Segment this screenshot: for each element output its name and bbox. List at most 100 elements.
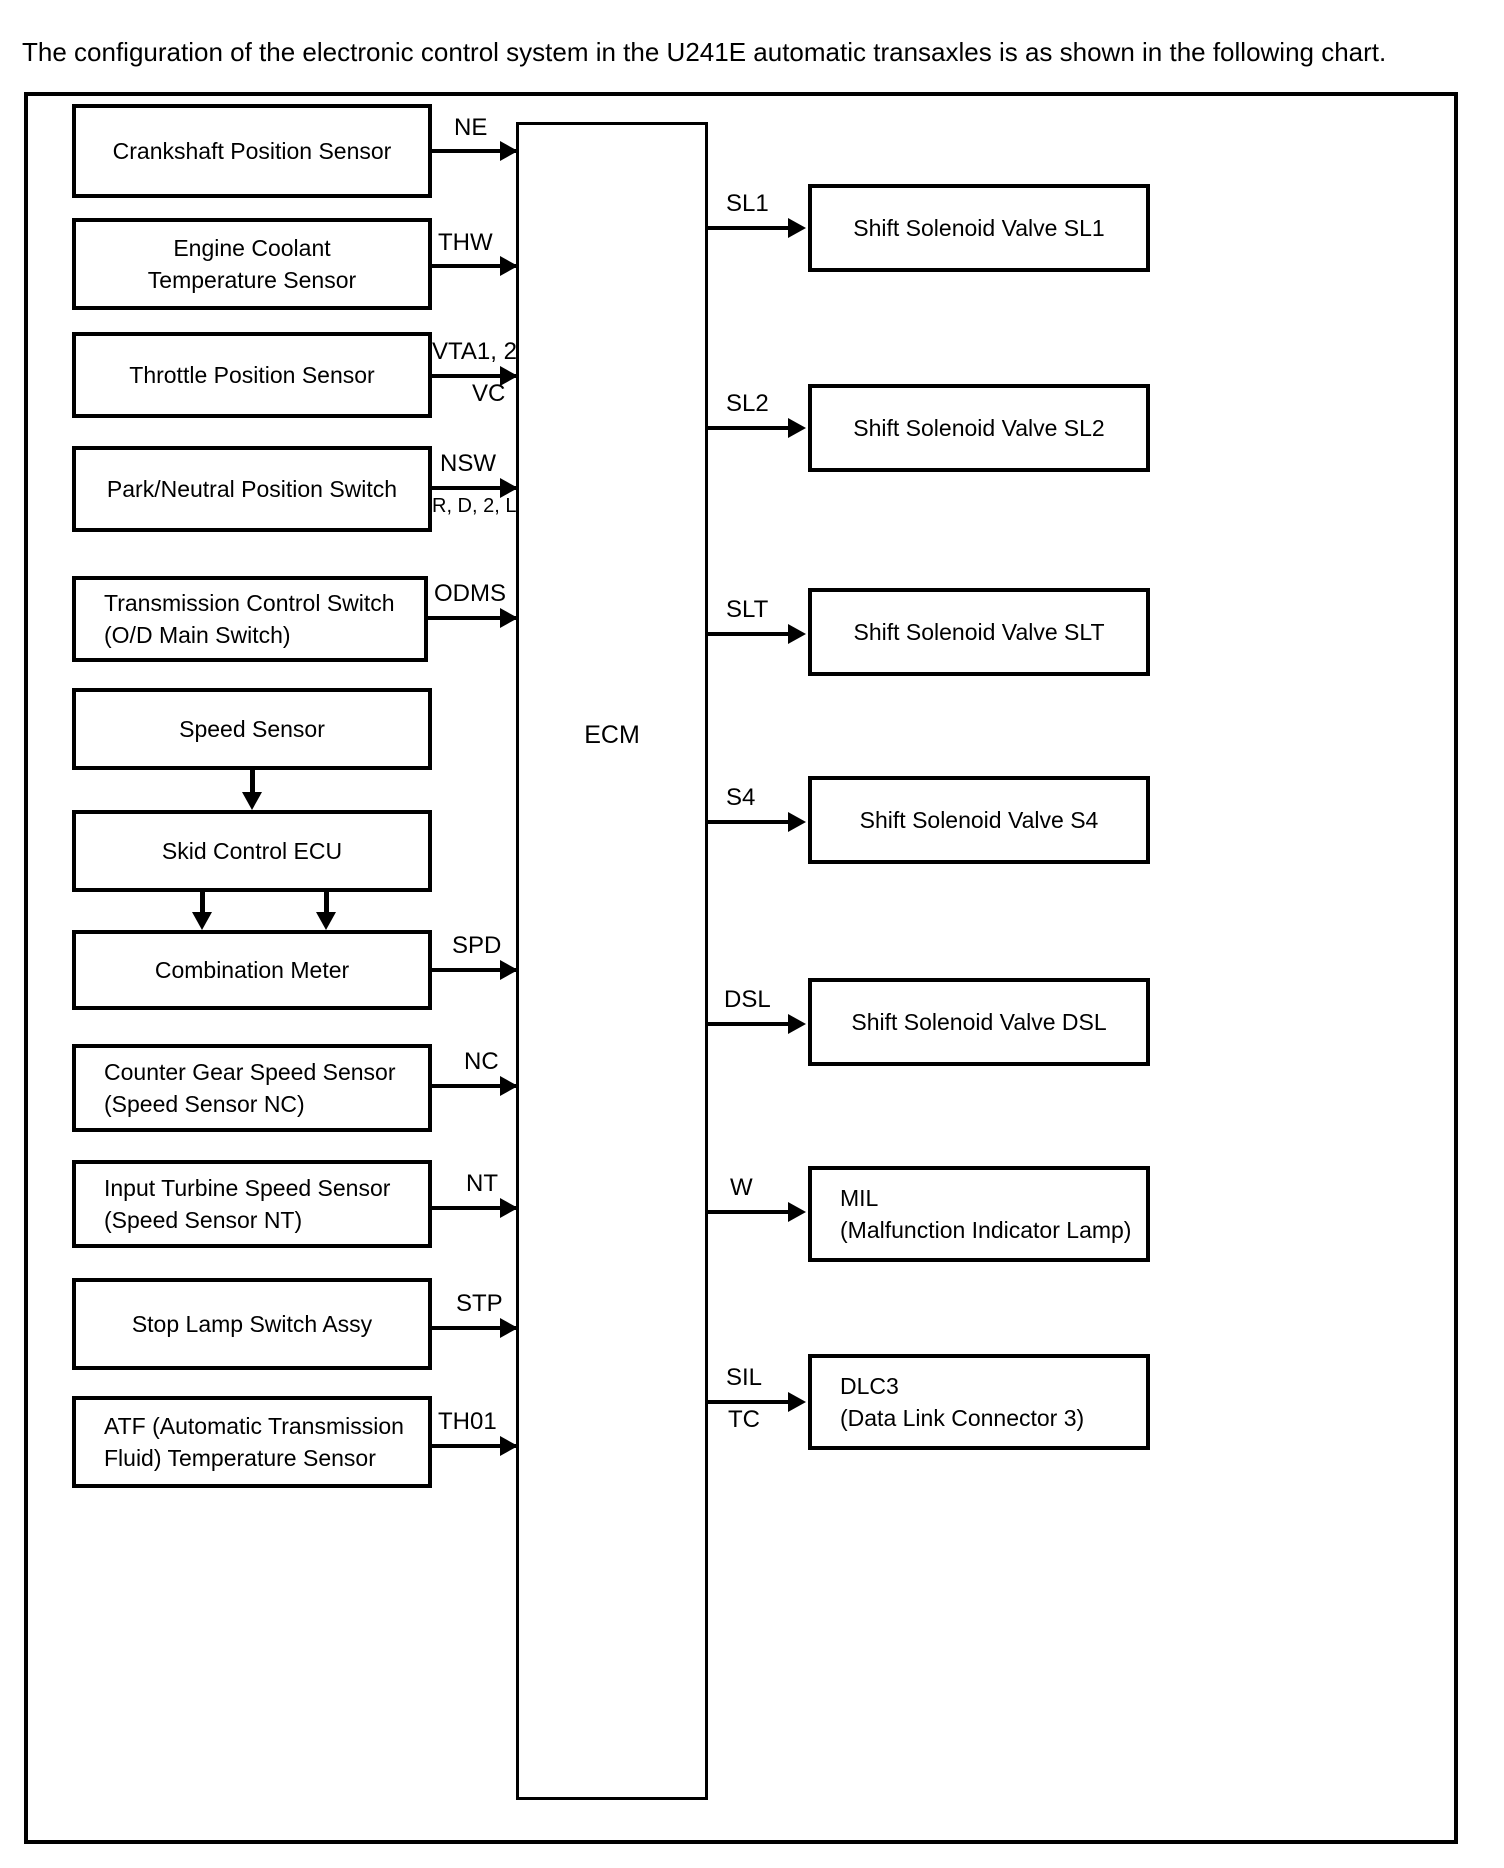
connector-line-th01 (432, 1444, 516, 1448)
box-counter-gear-speed-sensor: Counter Gear Speed Sensor (Speed Sensor … (72, 1044, 432, 1132)
connector-line-odms (428, 616, 516, 620)
connector-line-skid-to-meter-left (200, 892, 205, 914)
arrow-slt (788, 624, 806, 644)
box-throttle-position-sensor: Throttle Position Sensor (72, 332, 432, 418)
box-shift-solenoid-valve-dsl: Shift Solenoid Valve DSL (808, 978, 1150, 1066)
box-label-line2: Temperature Sensor (147, 267, 357, 293)
diagram-frame: ECM Crankshaft Position Sensor Engine Co… (24, 92, 1458, 1844)
box-label-line1: Shift Solenoid Valve S4 (859, 807, 1099, 833)
connector-line-skid-to-meter-right (324, 892, 329, 914)
box-label-line1: Throttle Position Sensor (129, 362, 375, 388)
box-label-line1: Stop Lamp Switch Assy (131, 1311, 373, 1337)
box-label-line2: (Malfunction Indicator Lamp) (840, 1217, 1132, 1243)
box-transmission-control-switch: Transmission Control Switch (O/D Main Sw… (72, 576, 428, 662)
connector-line-slt (708, 632, 794, 636)
connector-line-s4 (708, 820, 794, 824)
signal-label-spd: SPD (452, 932, 502, 959)
box-label-line2: (Data Link Connector 3) (840, 1405, 1085, 1431)
ecm-label: ECM (584, 721, 640, 749)
box-mil: MIL (Malfunction Indicator Lamp) (808, 1166, 1150, 1262)
signal-label-vc: VC (472, 380, 506, 407)
arrow-thw (500, 256, 518, 276)
arrow-nt (500, 1198, 518, 1218)
arrow-w (788, 1202, 806, 1222)
box-stop-lamp-switch-assy: Stop Lamp Switch Assy (72, 1278, 432, 1370)
box-shift-solenoid-valve-slt: Shift Solenoid Valve SLT (808, 588, 1150, 676)
signal-label-tc: TC (728, 1406, 760, 1433)
arrow-sil (788, 1392, 806, 1412)
box-combination-meter: Combination Meter (72, 930, 432, 1010)
box-crankshaft-position-sensor: Crankshaft Position Sensor (72, 104, 432, 198)
intro-paragraph: The configuration of the electronic cont… (22, 37, 1387, 67)
box-label-line1: DLC3 (840, 1373, 899, 1399)
box-shift-solenoid-valve-sl1: Shift Solenoid Valve SL1 (808, 184, 1150, 272)
arrow-ne (500, 141, 518, 161)
connector-line-sl2 (708, 426, 794, 430)
ecm-box (516, 122, 708, 1800)
arrow-odms (500, 608, 518, 628)
signal-label-sil: SIL (726, 1364, 763, 1391)
arrow-nc (500, 1076, 518, 1096)
signal-label-w: W (730, 1174, 753, 1201)
box-label-line2: (Speed Sensor NC) (104, 1091, 305, 1117)
box-label-line2: (Speed Sensor NT) (104, 1207, 303, 1233)
signal-label-slt: SLT (726, 596, 769, 623)
connector-line-sil (708, 1400, 794, 1404)
arrow-skid-to-meter-left (192, 912, 212, 930)
connector-line-stp (432, 1326, 516, 1330)
box-shift-solenoid-valve-s4: Shift Solenoid Valve S4 (808, 776, 1150, 864)
box-label-line1: Counter Gear Speed Sensor (104, 1059, 396, 1085)
box-label-line1: Crankshaft Position Sensor (112, 138, 392, 164)
signal-label-odms: ODMS (434, 580, 506, 607)
box-label-line2: (O/D Main Switch) (104, 622, 291, 648)
box-label-line2: Fluid) Temperature Sensor (104, 1445, 376, 1471)
box-label-line1: ATF (Automatic Transmission (104, 1413, 404, 1439)
connector-line-nt (432, 1206, 516, 1210)
box-label-line1: Transmission Control Switch (104, 590, 395, 616)
box-dlc3: DLC3 (Data Link Connector 3) (808, 1354, 1150, 1450)
box-engine-coolant-temperature-sensor: Engine Coolant Temperature Sensor (72, 218, 432, 310)
connector-line-spd (432, 968, 516, 972)
box-label-line1: Input Turbine Speed Sensor (104, 1175, 391, 1201)
arrow-vta (500, 366, 518, 386)
arrow-nsw (500, 478, 518, 498)
box-park-neutral-position-switch: Park/Neutral Position Switch (72, 446, 432, 532)
signal-label-vta: VTA1, 2 (432, 338, 517, 365)
signal-label-nc: NC (464, 1048, 499, 1075)
arrow-s4 (788, 812, 806, 832)
signal-label-dsl: DSL (724, 986, 771, 1013)
connector-line-dsl (708, 1022, 794, 1026)
box-atf-temperature-sensor: ATF (Automatic Transmission Fluid) Tempe… (72, 1396, 432, 1488)
signal-label-sl1: SL1 (726, 190, 769, 217)
arrow-sl1 (788, 218, 806, 238)
signal-label-th01: TH01 (438, 1408, 497, 1435)
box-label-line1: Shift Solenoid Valve SLT (853, 619, 1105, 645)
box-label-line1: Speed Sensor (179, 716, 325, 742)
arrow-spd (500, 960, 518, 980)
box-input-turbine-speed-sensor: Input Turbine Speed Sensor (Speed Sensor… (72, 1160, 432, 1248)
arrow-stp (500, 1318, 518, 1338)
arrow-skid-to-meter-right (316, 912, 336, 930)
box-label-line1: Engine Coolant (173, 235, 331, 261)
box-label-line1: MIL (840, 1185, 879, 1211)
arrow-dsl (788, 1014, 806, 1034)
signal-label-s4: S4 (726, 784, 756, 811)
signal-label-thw: THW (438, 229, 493, 256)
box-label-line1: Shift Solenoid Valve SL1 (853, 215, 1105, 241)
connector-line-ne (432, 149, 516, 153)
box-label-line1: Shift Solenoid Valve DSL (851, 1009, 1107, 1035)
box-shift-solenoid-valve-sl2: Shift Solenoid Valve SL2 (808, 384, 1150, 472)
connector-line-w (708, 1210, 794, 1214)
signal-label-ne: NE (454, 114, 488, 141)
connector-line-nc (432, 1084, 516, 1088)
connector-line-nsw (432, 486, 516, 490)
connector-line-thw (432, 264, 516, 268)
arrow-speed-to-skid (242, 792, 262, 810)
signal-label-sl2: SL2 (726, 390, 769, 417)
signal-label-nt: NT (466, 1170, 498, 1197)
box-label-line1: Skid Control ECU (161, 838, 343, 864)
connector-line-sl1 (708, 226, 794, 230)
box-skid-control-ecu: Skid Control ECU (72, 810, 432, 892)
box-speed-sensor: Speed Sensor (72, 688, 432, 770)
